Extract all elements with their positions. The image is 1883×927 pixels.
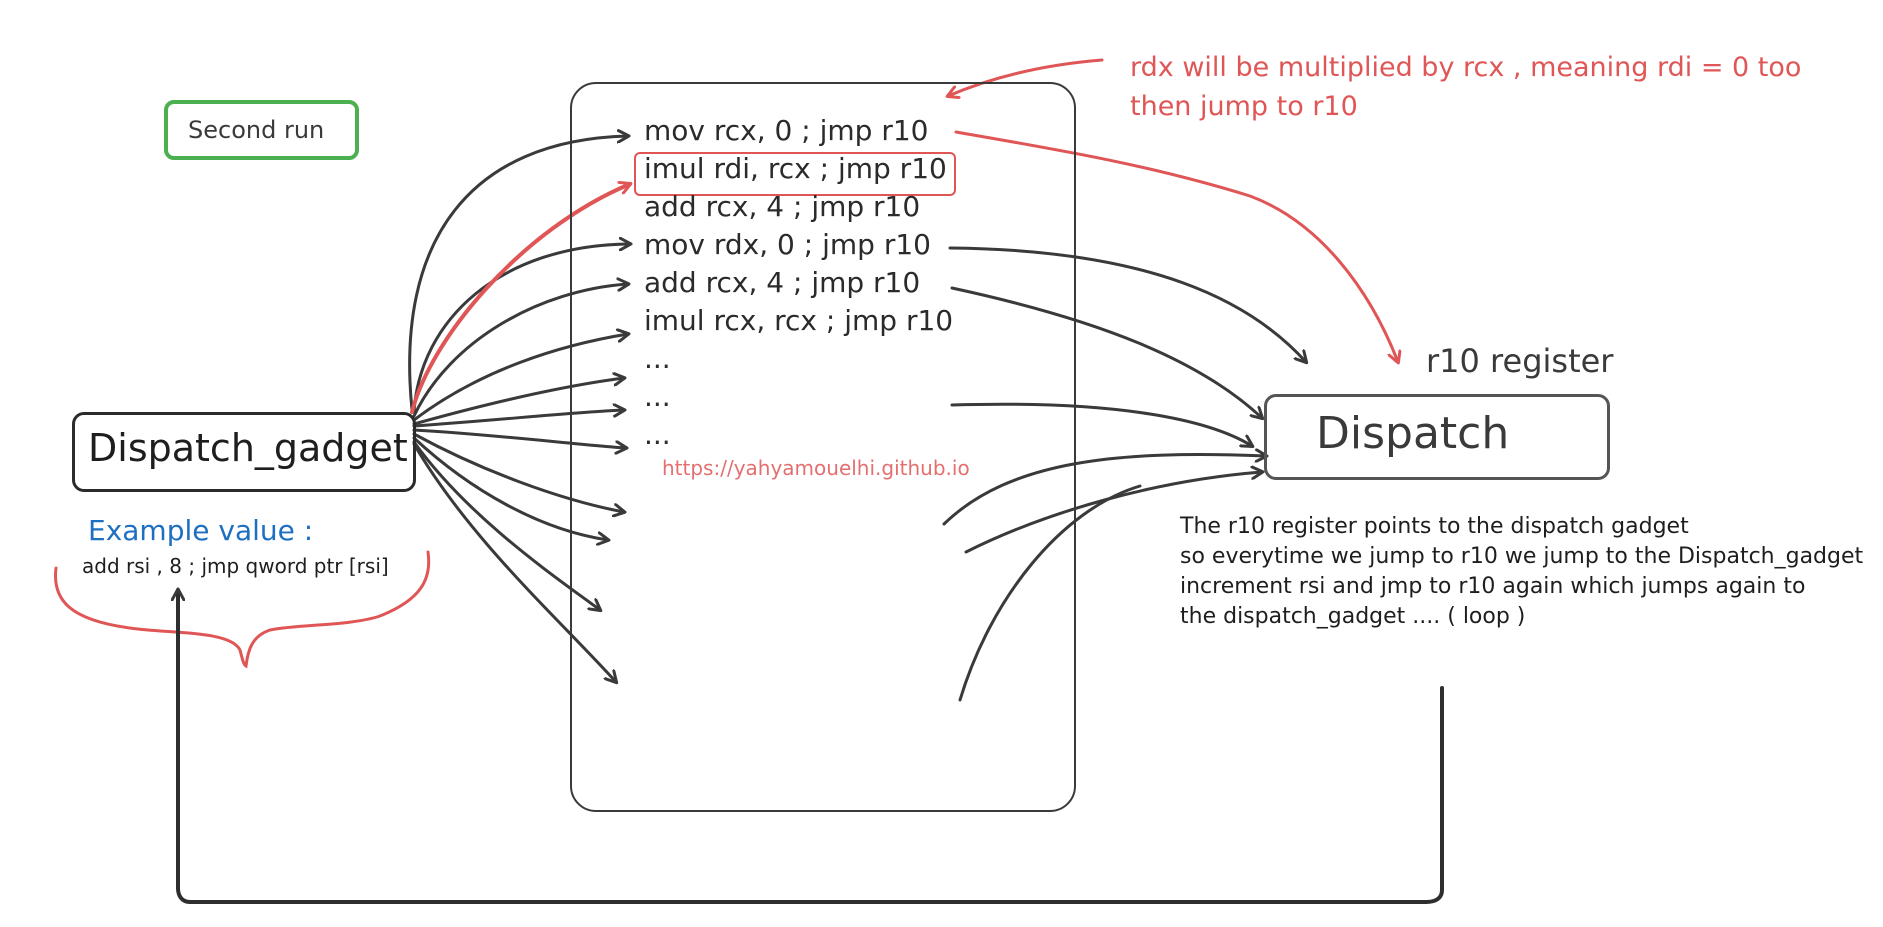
fan-arrow-4 — [412, 284, 628, 418]
fan-arrow-9 — [412, 432, 624, 512]
to-dispatch-arrow-1 — [948, 246, 1306, 362]
fan-arrow-7 — [412, 410, 624, 428]
second-run-box — [164, 100, 359, 160]
fan-arrow-5 — [412, 334, 628, 422]
annotation-line: rdx will be multiplied by rcx , meaning … — [1130, 52, 1802, 83]
highlighted-instruction-frame — [634, 152, 956, 196]
annotation-line: then jump to r10 — [1130, 91, 1358, 122]
description-line: The r10 register points to the dispatch … — [1180, 514, 1689, 539]
description-line: increment rsi and jmp to r10 again which… — [1180, 574, 1806, 599]
dispatch-box — [1264, 394, 1610, 480]
fan-arrow-8 — [412, 428, 626, 448]
description-line: the dispatch_gadget .... ( loop ) — [1180, 604, 1526, 629]
annotation-text: rdx will be multiplied by rcx , meaning … — [1130, 48, 1801, 126]
dispatch-fan-arrows — [408, 136, 630, 682]
dispatch-gadget-box — [72, 412, 416, 492]
fan-arrow-6 — [412, 378, 624, 426]
fan-arrow-3 — [412, 244, 630, 414]
r10-register-label: r10 register — [1426, 342, 1614, 380]
dispatch-gadget-label: Dispatch_gadget — [88, 426, 408, 470]
to-dispatch-arrow-2 — [950, 286, 1262, 418]
gadget-item: ... — [644, 418, 671, 451]
fan-arrow-highlight — [410, 184, 630, 414]
gadget-item: add rcx, 4 ; jmp r10 — [644, 190, 921, 223]
dispatch-label: Dispatch — [1316, 408, 1510, 459]
loop-back-arrow — [178, 590, 1444, 904]
gadget-item: add rcx, 4 ; jmp r10 — [644, 266, 921, 299]
description-line: so everytime we jump to r10 we jump to t… — [1180, 544, 1864, 569]
to-dispatch-arrows — [942, 246, 1306, 702]
example-brace — [53, 550, 431, 669]
description-text: The r10 register points to the dispatch … — [1180, 512, 1863, 632]
to-dispatch-arrow-3 — [950, 402, 1252, 446]
gadget-list: mov rcx, 0 ; jmp r10 imul rdi, rcx ; jmp… — [644, 112, 953, 454]
watermark-url: https://yahyamouelhi.github.io — [662, 456, 970, 480]
gadget-item: ... — [644, 380, 671, 413]
second-run-label: Second run — [188, 116, 325, 144]
to-dispatch-arrow-6 — [958, 484, 1142, 702]
gadget-item: mov rcx, 0 ; jmp r10 — [644, 114, 929, 147]
annotation-pointer — [948, 58, 1104, 96]
example-value-code: add rsi , 8 ; jmp qword ptr [rsi] — [82, 554, 389, 578]
example-value-title: Example value : — [88, 514, 314, 547]
fan-arrow-10 — [412, 436, 608, 540]
gadget-item: imul rdi, rcx ; jmp r10 — [644, 152, 947, 185]
rcx-to-r10-arrow — [954, 130, 1398, 362]
gadget-list-box — [570, 82, 1076, 812]
fan-arrow-1 — [408, 136, 628, 412]
gadget-item: ... — [644, 342, 671, 375]
gadget-item: imul rcx, rcx ; jmp r10 — [644, 304, 954, 337]
gadget-item: mov rdx, 0 ; jmp r10 — [644, 228, 931, 261]
fan-arrow-12 — [412, 442, 616, 682]
fan-arrow-11 — [412, 440, 600, 610]
